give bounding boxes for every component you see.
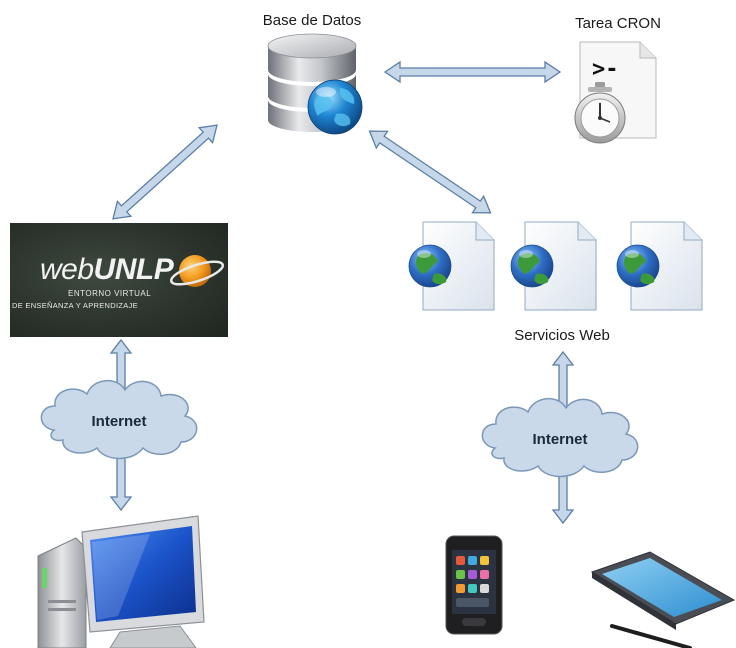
arrow-db-webunlp bbox=[112, 124, 218, 220]
webunlp-banner: webUNLP ENTORNO VIRTUAL DE ENSEÑANZA Y A… bbox=[10, 223, 228, 337]
internet-cloud-left: Internet bbox=[40, 380, 198, 460]
smartphone-icon bbox=[445, 535, 503, 635]
web-service-icon bbox=[510, 221, 597, 311]
web-services-label: Servicios Web bbox=[514, 327, 610, 344]
database-label: Base de Datos bbox=[263, 12, 361, 29]
webunlp-logo: webUNLP bbox=[40, 253, 174, 287]
webunlp-logo-suffix: UNLP bbox=[93, 253, 174, 286]
arrow-db-cron bbox=[383, 60, 562, 84]
cron-label: Tarea CRON bbox=[575, 15, 661, 32]
orbit-globe-icon bbox=[169, 255, 225, 287]
cron-task-icon: >- bbox=[574, 41, 657, 144]
webunlp-subtitle-line1: ENTORNO VIRTUAL bbox=[68, 289, 152, 298]
web-service-icon bbox=[616, 221, 703, 311]
desktop-computer-icon bbox=[37, 515, 205, 648]
webunlp-logo-prefix: web bbox=[40, 253, 94, 286]
database-icon bbox=[267, 33, 363, 135]
web-service-icon bbox=[408, 221, 495, 311]
arrow-db-webservices bbox=[368, 130, 492, 214]
terminal-prompt-glyph: >- bbox=[592, 57, 619, 82]
tablet-icon bbox=[590, 551, 736, 648]
internet-right-label: Internet bbox=[532, 431, 587, 448]
internet-cloud-right: Internet bbox=[481, 398, 639, 478]
internet-left-label: Internet bbox=[91, 413, 146, 430]
webunlp-subtitle-line2: DE ENSEÑANZA Y APRENDIZAJE bbox=[12, 301, 138, 310]
